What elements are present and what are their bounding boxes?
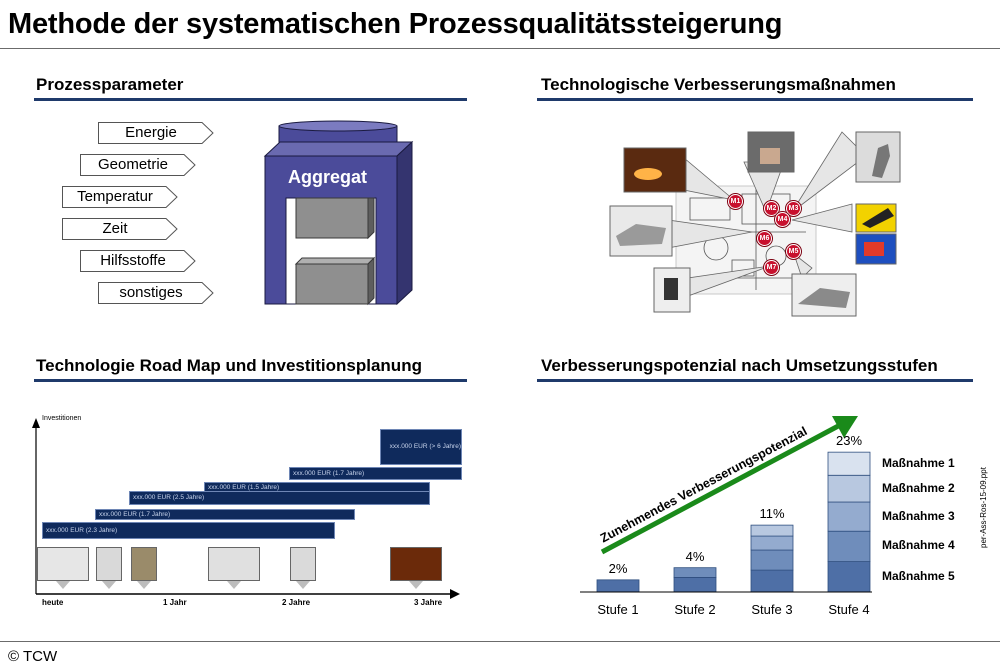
measure-marker: M2 xyxy=(764,201,779,216)
stage-label: Stufe 1 xyxy=(597,602,639,617)
measure-marker: M7 xyxy=(764,260,779,275)
param-label: Energie xyxy=(125,124,177,141)
tech-diagram xyxy=(609,131,901,317)
investment-bar: xxx.000 EUR (2.5 Jahre) xyxy=(129,491,430,505)
aggregate-diagram xyxy=(263,120,414,306)
roadmap-axes xyxy=(32,418,460,599)
param-item: sonstiges xyxy=(98,282,214,304)
param-item: Energie xyxy=(98,122,214,144)
roadmap-x-tick: 3 Jahre xyxy=(414,598,443,607)
machine-thumbnail xyxy=(290,547,316,581)
bar-segment xyxy=(596,579,640,593)
section-rule-tech xyxy=(537,98,973,101)
bar-segment xyxy=(750,569,794,593)
bar-segment xyxy=(750,524,794,537)
roadmap-x-tick: heute xyxy=(42,598,64,607)
total-label: 4% xyxy=(685,548,705,564)
section-rule-roadmap xyxy=(34,379,467,382)
legend-measure-label: Maßnahme 3 xyxy=(882,508,955,523)
machine-thumbnail xyxy=(37,547,89,581)
param-label: Hilfsstoffe xyxy=(100,252,166,269)
legend-measure-label: Maßnahme 5 xyxy=(882,568,955,583)
thumbnail-pointer xyxy=(56,581,70,589)
section-title-params: Prozessparameter xyxy=(36,75,184,94)
thumbnail-pointer xyxy=(409,581,423,589)
measure-marker: M1 xyxy=(728,194,743,209)
stage-label: Stufe 4 xyxy=(828,602,870,617)
bar-segment xyxy=(673,567,717,578)
stage-label: Stufe 3 xyxy=(751,602,793,617)
stage-label: Stufe 2 xyxy=(674,602,716,617)
measure-marker: M3 xyxy=(786,201,801,216)
aggregate-label: Aggregat xyxy=(288,167,368,187)
potential-chart xyxy=(580,416,872,593)
param-item: Hilfsstoffe xyxy=(80,250,196,272)
thumbnail-pointer xyxy=(102,581,116,589)
thumbnail-pointer xyxy=(227,581,241,589)
roadmap-y-axis-label: Investitionen xyxy=(42,415,82,422)
total-label: 2% xyxy=(608,560,628,576)
legend-measure-label: Maßnahme 4 xyxy=(882,538,955,553)
section-title-potential: Verbesserungspotenzial nach Umsetzungsst… xyxy=(541,356,938,375)
section-title-tech: Technologische Verbesserungsmaßnahmen xyxy=(541,75,896,94)
bar-segment xyxy=(673,577,717,593)
machine-thumbnail xyxy=(131,547,157,581)
investment-bar: xxx.000 EUR (> 6 Jahre) xyxy=(380,429,462,465)
param-label: Temperatur xyxy=(77,188,153,205)
param-item: Temperatur xyxy=(62,186,178,208)
thumbnail-pointer xyxy=(137,581,151,589)
measure-marker: M6 xyxy=(757,231,772,246)
roadmap-x-tick: 2 Jahre xyxy=(282,598,311,607)
investment-bar: xxx.000 EUR (2.3 Jahre) xyxy=(42,522,335,539)
investment-bar: xxx.000 EUR (1.7 Jahre) xyxy=(289,467,462,480)
measure-marker: M4 xyxy=(775,212,790,227)
bar-segment xyxy=(827,530,871,562)
bar-segment xyxy=(827,561,871,593)
param-label: sonstiges xyxy=(119,284,183,301)
bar-segment xyxy=(750,549,794,571)
total-label: 11% xyxy=(759,506,785,522)
legend-measure-label: Maßnahme 1 xyxy=(882,455,955,470)
bar-segment xyxy=(827,451,871,476)
section-title-roadmap: Technologie Road Map und Investitionspla… xyxy=(36,356,422,375)
thumbnail-pointer xyxy=(296,581,310,589)
machine-thumbnail xyxy=(96,547,122,581)
section-rule-potential xyxy=(537,379,973,382)
machine-thumbnail xyxy=(208,547,260,581)
bar-segment xyxy=(827,474,871,503)
title-divider xyxy=(0,48,1000,49)
bar-segment xyxy=(750,535,794,551)
total-label: 23% xyxy=(835,433,863,449)
bar-segment xyxy=(827,501,871,532)
param-label: Zeit xyxy=(102,220,128,237)
param-item: Geometrie xyxy=(80,154,196,176)
roadmap-x-tick: 1 Jahr xyxy=(163,598,187,607)
legend-measure-label: Maßnahme 2 xyxy=(882,480,955,495)
param-label: Geometrie xyxy=(97,156,169,173)
investment-bar: xxx.000 EUR (1.7 Jahre) xyxy=(95,509,355,520)
param-item: Zeit xyxy=(62,218,178,240)
measure-marker: M5 xyxy=(786,244,801,259)
section-rule-params xyxy=(34,98,467,101)
page-title: Methode der systematischen Prozessqualit… xyxy=(8,8,783,40)
copyright: © TCW xyxy=(8,648,58,665)
document-id: per-Ass-Ros-15-09.ppt xyxy=(979,467,988,548)
machine-thumbnail xyxy=(390,547,442,581)
footer-divider xyxy=(0,641,1000,642)
